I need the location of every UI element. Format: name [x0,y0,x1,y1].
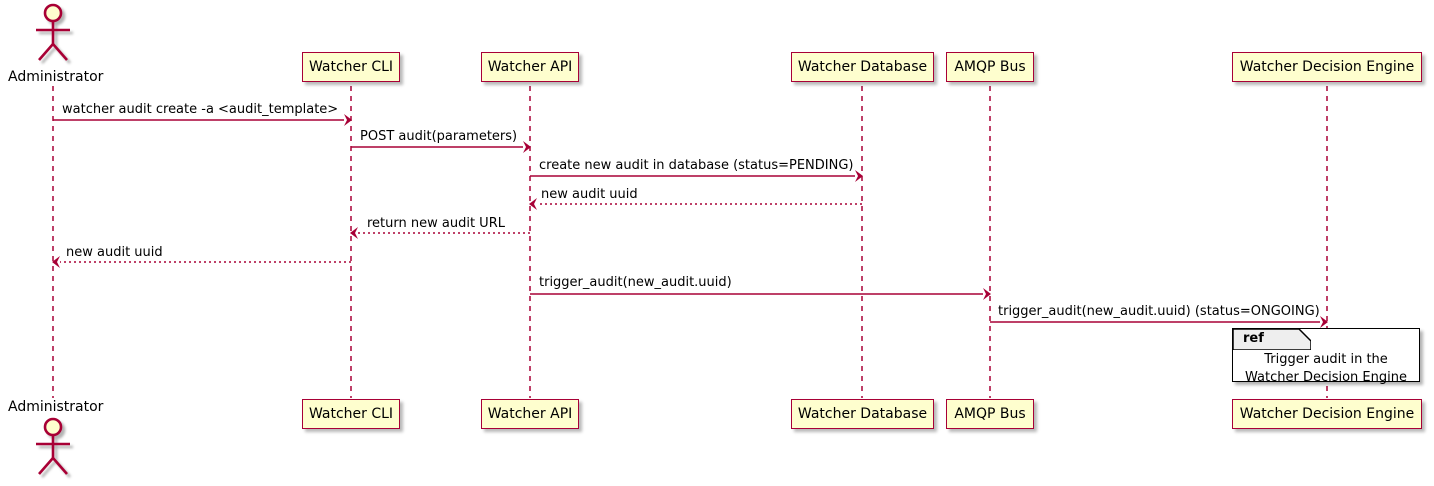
participant-box-amqp-top[interactable]: AMQP Bus [946,52,1034,82]
message-label-m1: watcher audit create -a <audit_template> [62,102,339,117]
participant-label: Watcher CLI [308,406,394,422]
participant-box-engine-bottom[interactable]: Watcher Decision Engine [1232,399,1422,429]
participant-label: Watcher CLI [308,59,394,75]
actor-label-admin-bottom: Administrator [8,399,104,415]
message-label-m7: trigger_audit(new_audit.uuid) [539,275,732,290]
ref-body: Trigger audit in the Watcher Decision En… [1233,351,1419,386]
participant-label: AMQP Bus [954,59,1026,75]
actor-admin-bottom-icon [36,417,70,475]
participant-box-db-top[interactable]: Watcher Database [791,52,934,82]
participant-label: Watcher Database [797,59,928,75]
arrow-m6 [52,256,351,268]
arrow-m8 [990,316,1328,328]
arrow-m7 [530,288,991,300]
ref-fragment[interactable]: ref Trigger audit in the Watcher Decisio… [1232,328,1420,385]
participant-box-api-bottom[interactable]: Watcher API [481,399,579,429]
participant-box-api-top[interactable]: Watcher API [481,52,579,82]
participant-label: Watcher Decision Engine [1239,59,1415,75]
ref-body-line-1: Trigger audit in the [1264,352,1388,367]
participant-box-cli-top[interactable]: Watcher CLI [302,52,400,82]
arrow-m4 [529,198,862,210]
participant-label: Watcher API [487,406,573,422]
ref-tab-label: ref [1243,331,1264,346]
participant-box-engine-top[interactable]: Watcher Decision Engine [1232,52,1422,82]
message-label-m3: create new audit in database (status=PEN… [539,158,854,173]
actor-label-admin-top: Administrator [8,69,104,85]
message-label-m5: return new audit URL [367,216,505,231]
participant-label: Watcher Database [797,406,928,422]
arrow-m1 [53,114,352,126]
participant-box-cli-bottom[interactable]: Watcher CLI [302,399,400,429]
participant-box-amqp-bottom[interactable]: AMQP Bus [946,399,1034,429]
actor-admin-top-icon [36,3,70,61]
arrow-m3 [530,170,863,182]
message-label-m2: POST audit(parameters) [360,129,518,144]
message-label-m6: new audit uuid [66,245,163,260]
ref-tab-shape [1233,329,1311,350]
ref-body-line-2: Watcher Decision Engine [1245,369,1407,385]
participant-box-db-bottom[interactable]: Watcher Database [791,399,934,429]
participant-label: Watcher API [487,59,573,75]
participant-label: AMQP Bus [954,406,1026,422]
arrow-m5 [350,227,530,239]
message-arrows [52,114,1328,328]
arrow-m2 [351,141,531,153]
participant-label: Watcher Decision Engine [1239,406,1415,422]
lifelines [52,86,1328,398]
message-label-m4: new audit uuid [541,187,638,202]
message-label-m8: trigger_audit(new_audit.uuid) (status=ON… [998,304,1320,319]
